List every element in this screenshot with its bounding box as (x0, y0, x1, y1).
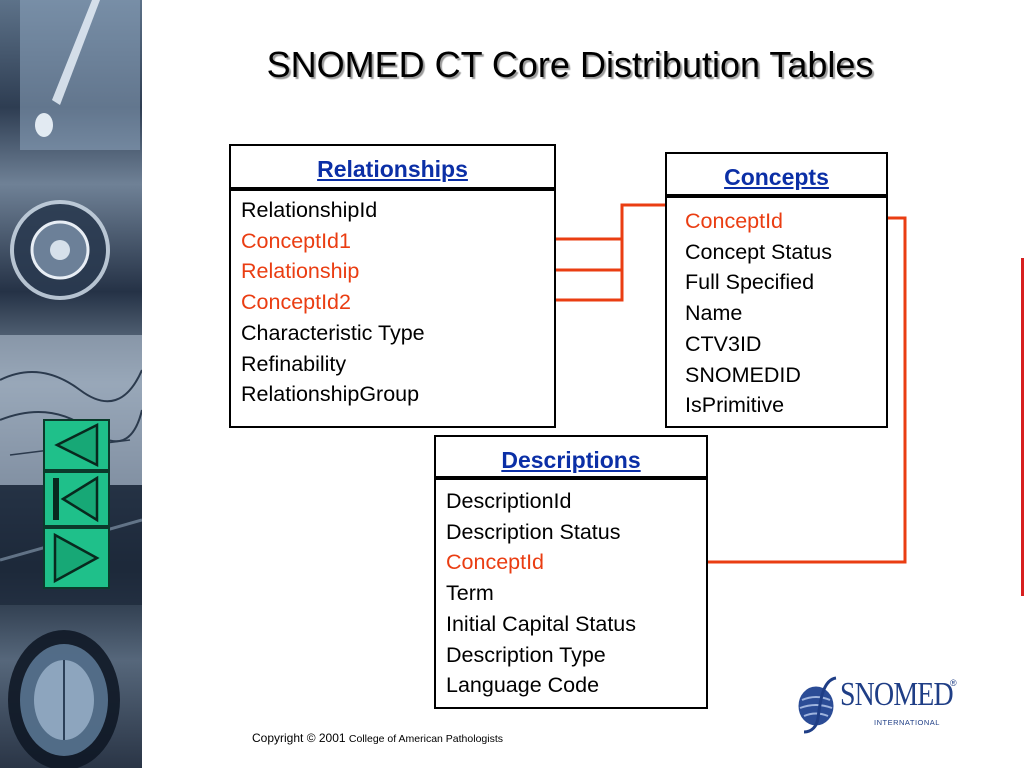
field-language-code: Language Code (446, 673, 600, 698)
field-ctv3id: CTV3ID (685, 331, 762, 356)
field-name: Name (685, 301, 743, 326)
photo-collage-graphic (0, 0, 142, 768)
decorative-photo-strip (0, 0, 142, 768)
copyright-organization: College of American Pathologists (348, 733, 503, 745)
field-conceptid1: ConceptId1 (241, 228, 351, 253)
field-initial-capital-status: Initial Capital Status (446, 611, 637, 636)
concepts-table: Concepts ConceptId Concept Status Full S… (665, 152, 888, 428)
snomed-logo: SNOMED ® INTERNATIONAL (792, 674, 962, 734)
first-slide-button[interactable] (43, 471, 110, 527)
relationships-table: Relationships RelationshipId ConceptId1 … (229, 144, 556, 428)
triangle-right-icon (53, 532, 100, 584)
concepts-table-title: Concepts (667, 154, 886, 198)
connector-conceptid1 (556, 203, 667, 241)
field-relationshipid: RelationshipId (241, 198, 378, 222)
next-slide-button[interactable] (43, 527, 110, 589)
copyright-notice: Copyright © 2001 College of American Pat… (252, 731, 503, 745)
field-concept-status: Concept Status (685, 239, 833, 264)
field-refinability: Refinability (241, 351, 347, 376)
descriptions-field-list: DescriptionId Description Status Concept… (446, 486, 702, 701)
field-conceptid: ConceptId (446, 550, 545, 575)
copyright-main: Copyright © 2001 (252, 731, 349, 745)
concepts-field-list: ConceptId Concept Status Full Specified … (685, 206, 882, 421)
descriptions-table: Descriptions DescriptionId Description S… (434, 435, 708, 709)
field-conceptid: ConceptId (685, 209, 784, 233)
skip-first-icon (53, 475, 99, 523)
slide-title: SNOMED CT Core Distribution Tables (266, 44, 874, 85)
logo-registered-mark: ® (950, 678, 957, 688)
field-descriptionid: DescriptionId (446, 489, 572, 513)
connector-description-concept (708, 216, 907, 564)
relationships-field-list: RelationshipId ConceptId1 Relationship C… (241, 195, 550, 410)
field-full-specified: Full Specified (685, 270, 815, 295)
field-snomedid: SNOMEDID (685, 362, 801, 387)
field-description-status: Description Status (446, 519, 621, 544)
field-relationship: Relationship (241, 259, 360, 284)
decorative-right-bar (1021, 258, 1024, 596)
triangle-left-icon (54, 422, 99, 468)
relationships-table-title: Relationships (231, 146, 554, 191)
field-isprimitive: IsPrimitive (685, 393, 785, 418)
field-conceptid2: ConceptId2 (241, 290, 351, 315)
descriptions-table-title: Descriptions (436, 437, 706, 480)
field-relationshipgroup: RelationshipGroup (241, 382, 420, 407)
snomed-globe-icon (797, 676, 837, 734)
field-characteristic-type: Characteristic Type (241, 320, 425, 345)
logo-subtext: INTERNATIONAL (874, 718, 940, 727)
previous-slide-button[interactable] (43, 419, 110, 471)
logo-wordmark: SNOMED (840, 676, 954, 713)
field-term: Term (446, 581, 494, 606)
field-description-type: Description Type (446, 642, 606, 667)
connector-conceptid2 (556, 205, 624, 302)
